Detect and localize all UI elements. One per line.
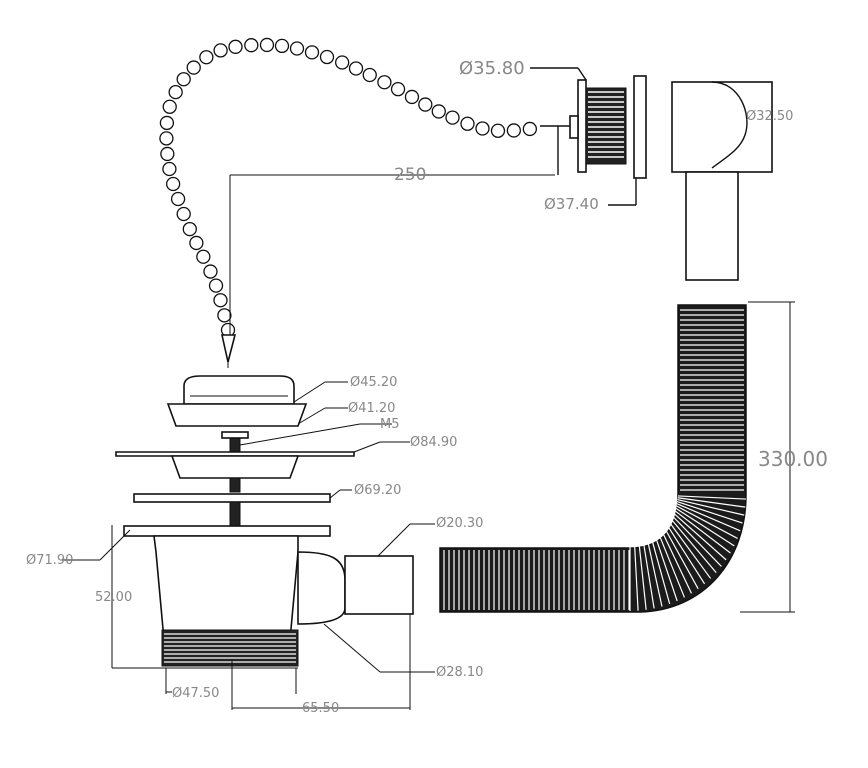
dim-plug-body-diameter: Ø41.20 (348, 401, 395, 416)
dim-outlet-end-diameter: Ø28.10 (436, 665, 483, 680)
dim-outlet-offset: 65.50 (302, 701, 339, 716)
chain-ball (203, 264, 218, 279)
chain-ball (404, 89, 420, 105)
chain-ball (196, 249, 211, 264)
ball-chain (159, 37, 538, 338)
chain-ball (159, 115, 175, 131)
corrugated-hose (439, 301, 795, 613)
dim-outlet-pipe-diameter: Ø20.30 (436, 516, 483, 531)
dim-outlet-flange-diameter: Ø71.90 (26, 553, 73, 568)
chain-ball (189, 235, 204, 251)
chain-ball (460, 116, 475, 131)
dim-overflow-elbow-diameter: Ø32.50 (746, 109, 793, 124)
chain-ball (362, 67, 377, 83)
chain-ball (182, 221, 197, 237)
waste-body (123, 525, 414, 667)
dim-screw-thread: M5 (380, 417, 400, 432)
chain-ball (213, 293, 228, 308)
dim-flange-diameter: Ø84.90 (410, 435, 457, 450)
dim-waste-height: 52.00 (95, 590, 132, 605)
chain-ball (244, 38, 259, 53)
chain-ball (168, 84, 183, 100)
chain-ball (186, 60, 201, 75)
chain-ball (377, 75, 392, 90)
chain-ball (259, 37, 275, 53)
chain-ball (390, 81, 406, 97)
overflow-elbow (671, 81, 773, 281)
chain-ball (162, 99, 177, 114)
chain-ball (213, 43, 228, 58)
washer (133, 493, 331, 527)
chain-ball (475, 121, 490, 136)
dim-thread-diameter: Ø47.50 (172, 686, 219, 701)
chain-ball (431, 104, 446, 119)
chain-ball (162, 161, 177, 177)
chain-ball (445, 110, 460, 125)
chain-ball (490, 123, 506, 138)
chain-ball (176, 72, 191, 87)
chain-ball (506, 123, 521, 138)
chain-ball (418, 97, 433, 112)
chain-ball (319, 49, 335, 65)
dim-washer-diameter: Ø69.20 (354, 483, 401, 498)
dim-chain-length: 250 (394, 165, 426, 185)
chain-ball (159, 131, 174, 146)
chain-ball (335, 55, 350, 70)
chain-ball (217, 308, 232, 323)
dimension-lines (60, 174, 555, 710)
chain-ball (176, 206, 191, 222)
chain-ball (165, 176, 181, 192)
chain-ball (274, 38, 290, 54)
chain-ball (304, 45, 320, 60)
chain-end-point (221, 334, 237, 368)
chain-ball (348, 61, 364, 76)
chain-ball (199, 50, 214, 65)
chain-ball (522, 121, 538, 137)
chain-ball (170, 191, 186, 207)
pop-up-plug (166, 375, 308, 427)
chain-ball (208, 278, 224, 293)
chain-ball (160, 146, 175, 162)
chain-ball (289, 41, 305, 56)
basin-flange (115, 451, 355, 493)
dim-overflow-thread-diameter: Ø37.40 (544, 195, 599, 213)
dim-hose-length: 330.00 (758, 447, 828, 471)
dim-top-plug-diameter: Ø35.80 (459, 58, 525, 79)
dim-plug-top-diameter: Ø45.20 (350, 375, 397, 390)
overflow-plug (530, 67, 647, 206)
chain-ball (228, 39, 243, 54)
